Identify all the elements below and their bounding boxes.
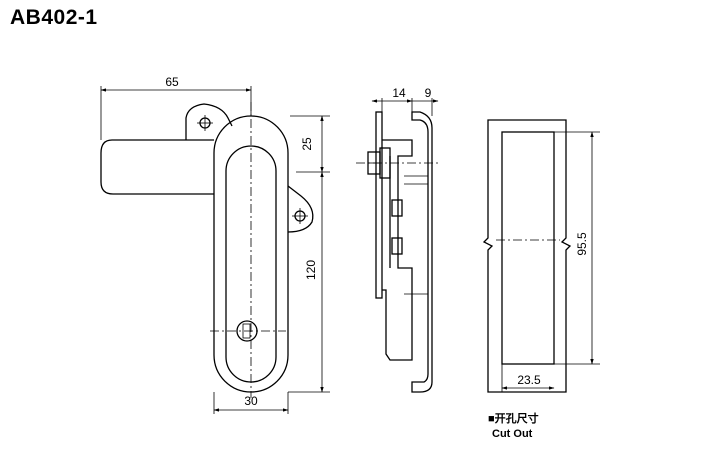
cutout-view: 95.5 23.5 ■开孔尺寸 Cut Out	[482, 119, 600, 440]
cutout-opening	[501, 131, 555, 365]
panel-plate	[375, 111, 383, 299]
dim-depth-back: 9	[425, 86, 432, 100]
caption-chinese: ■开孔尺寸	[488, 411, 539, 425]
dim-handle-length: 65	[165, 75, 179, 89]
handle-profile	[411, 111, 433, 393]
bolt-lower	[391, 237, 403, 255]
dim-cutout-width: 23.5	[517, 373, 541, 387]
drawing-title: AB402-1	[10, 6, 98, 29]
lock-body	[382, 139, 413, 361]
lower-ear	[287, 185, 314, 233]
dim-depth-front: 14	[392, 86, 406, 100]
panel-outline	[482, 119, 572, 393]
bolt-upper	[391, 199, 403, 217]
lever-hook	[185, 103, 233, 140]
caption-english: Cut Out	[492, 428, 533, 440]
dim-pivot-offset: 25	[300, 137, 314, 151]
dim-height: 120	[304, 260, 318, 280]
dim-width: 30	[244, 394, 258, 408]
dim-cutout-height: 95.5	[575, 232, 589, 256]
front-view: 65 25 120 30	[100, 75, 330, 414]
lever-arm	[100, 139, 214, 195]
side-view: 14 9	[356, 86, 440, 393]
